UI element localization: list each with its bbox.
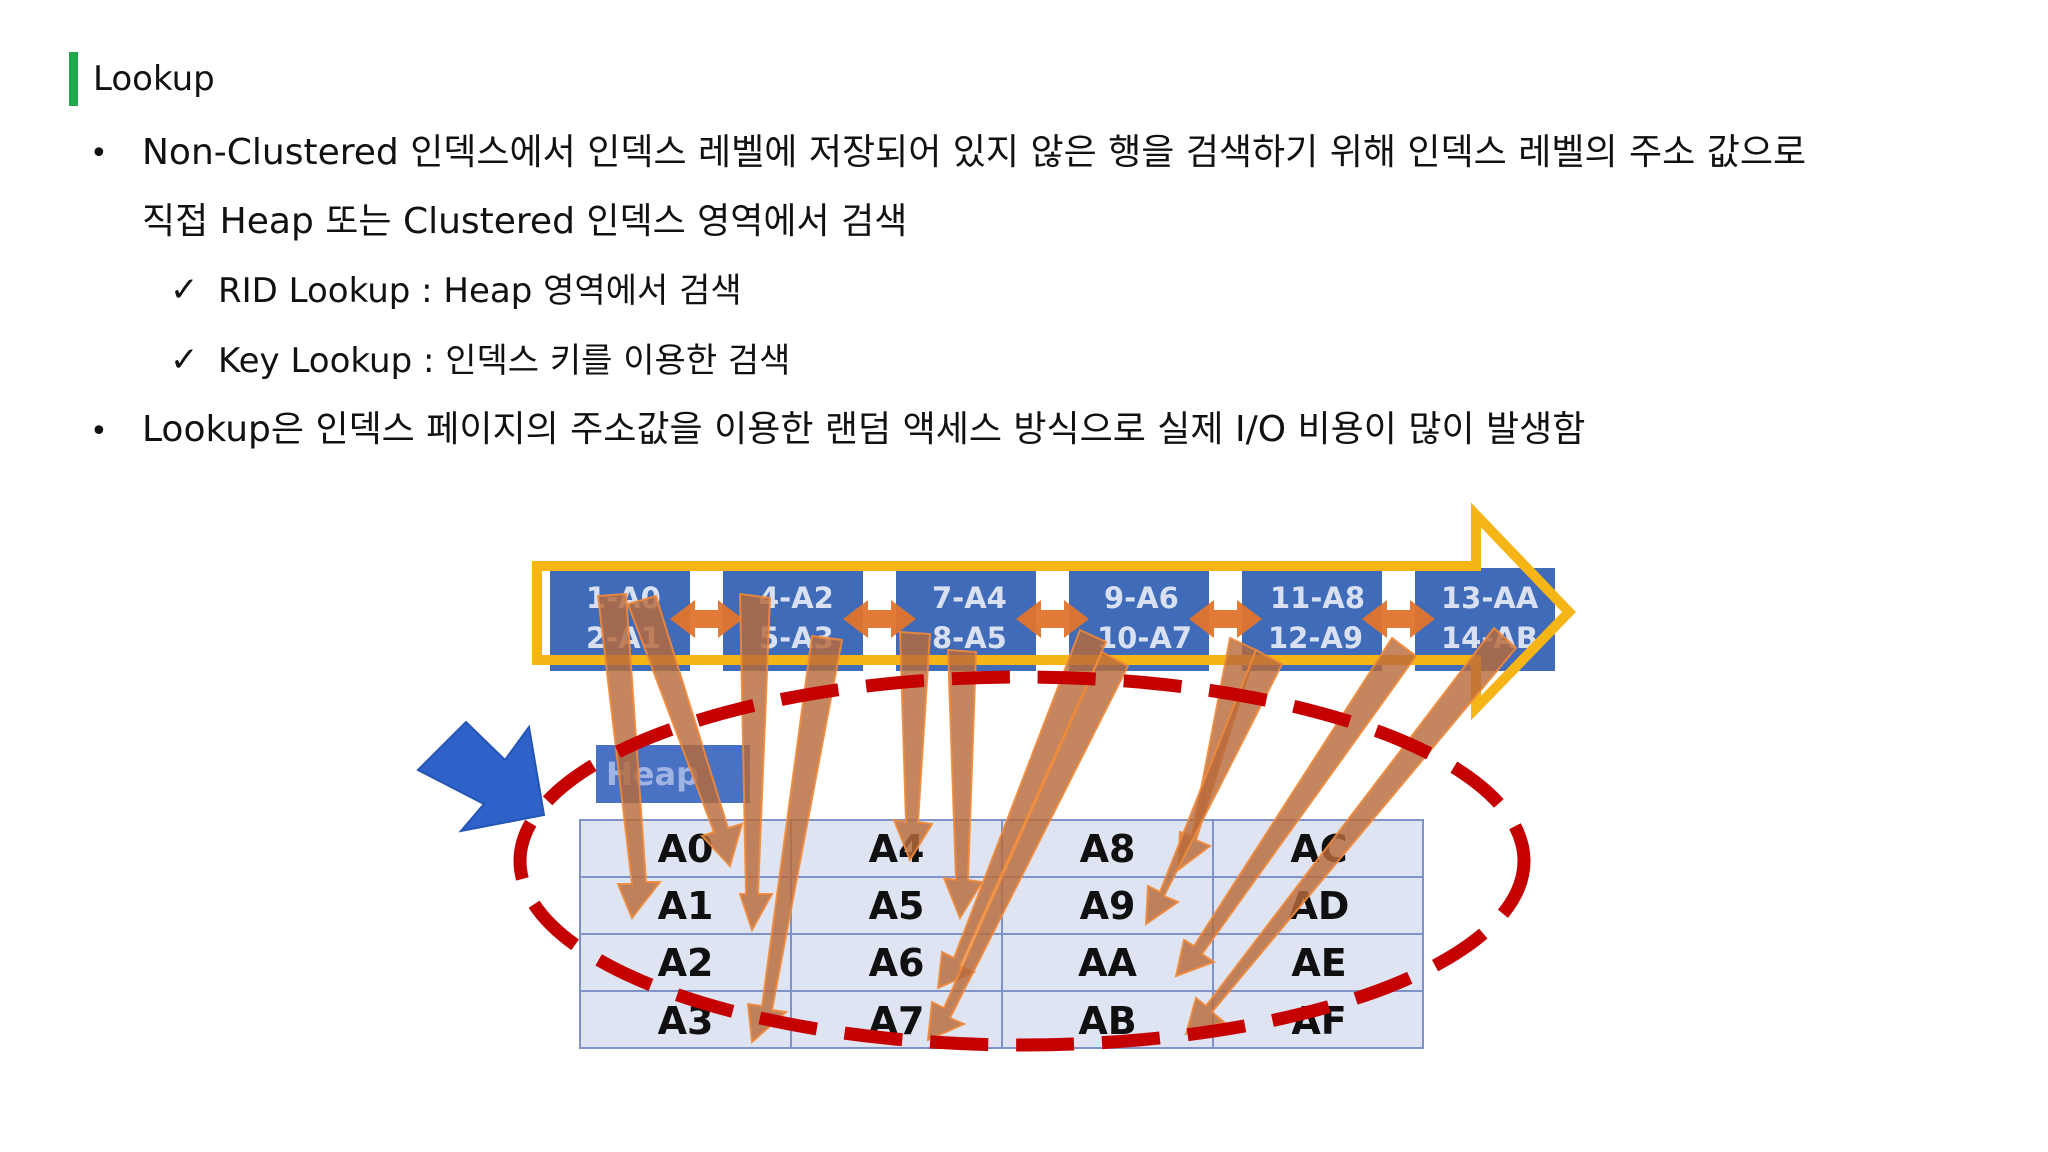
heap-cell: A8 <box>1003 821 1214 878</box>
lookup-arrow <box>892 630 934 863</box>
heap-cell: A9 <box>1003 878 1214 935</box>
index-key-top: 9-A6 <box>1104 581 1179 615</box>
bullet-2: Lookup은 인덱스 페이지의 주소값을 이용한 랜덤 액세스 방식으로 실제… <box>142 409 1586 450</box>
index-level-frame-arrow <box>532 502 1576 721</box>
lookup-arrow <box>738 592 774 933</box>
heap-cell: A2 <box>581 935 792 992</box>
lookup-arrow <box>926 650 1130 1042</box>
lookup-arrow <box>1174 636 1418 978</box>
index-key-top: 13-AA <box>1441 581 1539 615</box>
connector-arrow <box>670 600 743 638</box>
connector-arrow <box>843 600 916 638</box>
connector-arrow <box>1016 600 1089 638</box>
bullet-1-line-2: 직접 Heap 또는 Clustered 인덱스 영역에서 검색 <box>142 201 908 242</box>
index-key-bottom: 8-A5 <box>932 621 1007 655</box>
heap-cell: A6 <box>792 935 1003 992</box>
index-key-top: 4-A2 <box>759 581 834 615</box>
lookup-arrow <box>596 592 663 920</box>
sub-bullet-key-lookup: Key Lookup : 인덱스 키를 이용한 검색 <box>218 341 791 381</box>
lookup-arrow <box>746 634 844 1045</box>
index-key-bottom: 10-A7 <box>1097 621 1193 655</box>
heap-cell: AE <box>1214 935 1424 992</box>
pointer-arrow-icon <box>416 720 546 833</box>
heap-random-access-ellipse <box>513 670 1531 1052</box>
bullet-dot: • <box>90 136 108 171</box>
lookup-arrows <box>596 592 1518 1045</box>
index-key-top: 11-A8 <box>1270 581 1366 615</box>
slide-title: Lookup <box>93 59 215 99</box>
lookup-arrow <box>942 648 984 921</box>
connector-arrow <box>1362 600 1435 638</box>
check-icon: ✓ <box>170 270 199 310</box>
sub-bullet-rid-lookup: RID Lookup : Heap 영역에서 검색 <box>218 271 742 311</box>
index-key-bottom: 12-A9 <box>1268 621 1364 655</box>
heap-cell: AA <box>1003 935 1214 992</box>
lookup-arrow <box>626 594 744 868</box>
index-key-top: 7-A4 <box>932 581 1007 615</box>
heap-cell: A1 <box>581 878 792 935</box>
bullet-1-line-1: Non-Clustered 인덱스에서 인덱스 레벨에 저장되어 있지 않은 행… <box>142 132 1807 173</box>
connector-arrow <box>1189 600 1262 638</box>
index-page <box>1242 568 1382 671</box>
page-connectors <box>670 600 1435 638</box>
bullet-dot: • <box>90 414 108 449</box>
title-accent-bar <box>69 52 78 106</box>
check-icon: ✓ <box>170 340 199 380</box>
